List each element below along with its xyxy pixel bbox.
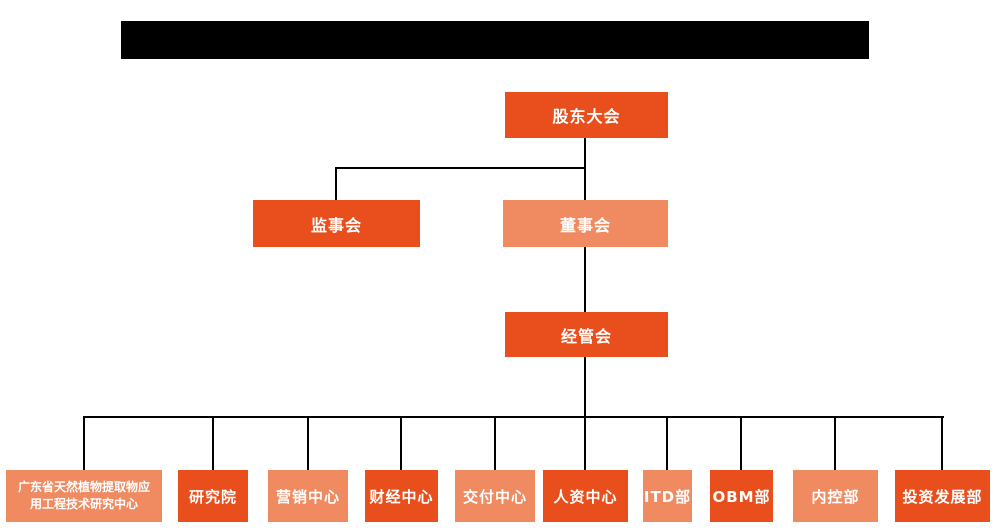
node-label: 经管会 bbox=[560, 326, 612, 346]
node-management-committee: 经管会 bbox=[505, 312, 668, 357]
dept-investment-development: 投资发展部 bbox=[895, 470, 990, 522]
connector-line bbox=[335, 167, 586, 169]
node-label: 监事会 bbox=[310, 215, 362, 235]
dept-delivery-center: 交付中心 bbox=[455, 470, 535, 522]
connector-line bbox=[584, 357, 586, 470]
connector-line bbox=[941, 416, 943, 470]
connector-line bbox=[740, 416, 742, 470]
dept-finance-center: 财经中心 bbox=[365, 470, 438, 522]
node-shareholders-meeting: 股东大会 bbox=[505, 92, 668, 138]
connector-line bbox=[584, 138, 586, 200]
dept-obm: OBM部 bbox=[710, 470, 773, 522]
connector-line bbox=[212, 416, 214, 470]
dept-label: 人资中心 bbox=[553, 487, 618, 506]
dept-label: 财经中心 bbox=[369, 487, 434, 506]
dept-label: OBM部 bbox=[712, 487, 771, 506]
connector-line bbox=[494, 416, 496, 470]
connector-line bbox=[400, 416, 402, 470]
dept-label: 研究院 bbox=[188, 487, 237, 506]
dept-label: 交付中心 bbox=[462, 487, 527, 506]
dept-label-line1: 广东省天然植物提取物应 bbox=[17, 479, 150, 494]
dept-marketing-center: 营销中心 bbox=[268, 470, 348, 522]
connector-line bbox=[335, 167, 337, 200]
connector-line bbox=[83, 416, 85, 470]
dept-hr-center: 人资中心 bbox=[543, 470, 628, 522]
connector-line bbox=[307, 416, 309, 470]
connector-line bbox=[584, 247, 586, 312]
dept-internal-control: 内控部 bbox=[793, 470, 878, 522]
dept-research-center: 广东省天然植物提取物应 用工程技术研究中心 bbox=[6, 470, 162, 522]
dept-label-line2: 用工程技术研究中心 bbox=[29, 497, 138, 511]
dept-research-institute: 研究院 bbox=[178, 470, 248, 522]
redacted-title-bar bbox=[121, 21, 869, 59]
connector-line bbox=[666, 416, 668, 470]
dept-label: ITD部 bbox=[643, 487, 692, 506]
node-supervisory-board: 监事会 bbox=[253, 200, 420, 247]
connector-line bbox=[834, 416, 836, 470]
dept-itd: ITD部 bbox=[643, 470, 692, 522]
node-board-of-directors: 董事会 bbox=[503, 200, 668, 247]
dept-label: 营销中心 bbox=[275, 487, 340, 506]
dept-label: 内控部 bbox=[811, 487, 860, 506]
connector-line bbox=[84, 416, 944, 418]
node-label: 股东大会 bbox=[552, 107, 621, 126]
dept-label: 投资发展部 bbox=[902, 487, 983, 506]
node-label: 董事会 bbox=[559, 215, 611, 235]
